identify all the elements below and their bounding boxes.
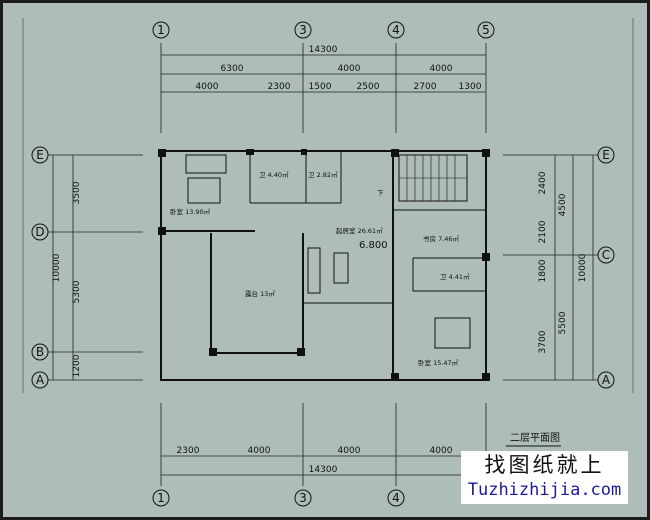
axis-top-1: 1 <box>157 23 165 37</box>
dim-top-detail: 1500 <box>309 82 332 92</box>
stair <box>399 155 467 201</box>
dim-right-mid: 4500 <box>558 193 568 216</box>
dimension-lines <box>22 18 634 486</box>
axis-top-3: 3 <box>299 23 307 37</box>
walls <box>160 150 487 381</box>
plan-drawing: 1 3 4 5 1 3 4 E D B A E C A 14300 6300 4… <box>22 18 634 507</box>
axis-left-d: D <box>35 225 44 239</box>
axis-left-a: A <box>36 373 45 387</box>
room-bath-3: 卫 4.41㎡ <box>440 272 470 281</box>
watermark-url: Tuzhizhijia.com <box>467 480 622 500</box>
watermark-text: 找图纸就上 <box>484 453 605 477</box>
dim-left: 5300 <box>72 280 82 303</box>
axis-right-e: E <box>602 148 610 162</box>
dim-right: 1800 <box>538 259 548 282</box>
dim-right: 2100 <box>538 220 548 243</box>
dim-top-detail: 2300 <box>268 82 291 92</box>
dim-top-detail: 1300 <box>459 82 482 92</box>
room-bath-1: 卫 4.40㎡ <box>259 170 289 179</box>
room-living: 起居室 26.61㎡ <box>336 226 383 235</box>
stair-down-label: 下 <box>377 189 384 197</box>
column-markers <box>158 149 490 381</box>
dim-left: 3500 <box>72 181 82 204</box>
axis-left-b: B <box>36 345 44 359</box>
dim-top-mid: 6300 <box>221 64 244 74</box>
axis-top-4: 4 <box>392 23 400 37</box>
room-study: 书房 7.46㎡ <box>423 234 460 243</box>
dim-top-total: 14300 <box>309 45 338 55</box>
dim-bottom-total: 14300 <box>309 465 338 475</box>
axis-left-e: E <box>36 148 44 162</box>
axis-bubbles <box>31 21 615 507</box>
watermark: 找图纸就上 Tuzhizhijia.com <box>461 451 628 504</box>
dim-top-detail: 4000 <box>196 82 219 92</box>
axis-right-c: C <box>602 248 610 262</box>
dim-top-detail: 2500 <box>357 82 380 92</box>
axis-bottom-3: 3 <box>299 491 307 505</box>
room-terrace: 露台 13㎡ <box>245 289 275 298</box>
room-bedroom-2: 卧室 15.47㎡ <box>418 358 459 367</box>
room-bedroom-1: 卧室 13.90㎡ <box>170 207 211 216</box>
dimension-texts: 14300 6300 4000 4000 4000 2300 1500 2500… <box>52 45 588 475</box>
dim-top-mid: 4000 <box>430 64 453 74</box>
room-labels: 卧室 13.90㎡ 卫 4.40㎡ 卫 2.82㎡ 起居室 26.61㎡ 6.8… <box>170 170 470 367</box>
drawing-title: 二层平面图 <box>510 432 560 444</box>
room-bath-2: 卫 2.82㎡ <box>308 170 338 179</box>
axis-bottom-1: 1 <box>157 491 165 505</box>
axis-bottom-4: 4 <box>392 491 400 505</box>
dim-right-mid: 5500 <box>558 311 568 334</box>
axis-top-5: 5 <box>482 23 490 37</box>
dim-right: 2400 <box>538 171 548 194</box>
axis-right-a: A <box>602 373 611 387</box>
dim-bottom-detail: 4000 <box>338 446 361 456</box>
axis-labels: 1 3 4 5 1 3 4 E D B A E C A <box>35 23 611 505</box>
dim-bottom-detail: 4000 <box>430 446 453 456</box>
dim-top-detail: 2700 <box>414 82 437 92</box>
dim-bottom-detail: 4000 <box>248 446 271 456</box>
dim-right-total: 10000 <box>578 253 588 282</box>
dim-left: 1200 <box>72 354 82 377</box>
dim-right: 3700 <box>538 330 548 353</box>
dim-left-total: 10000 <box>52 253 62 282</box>
dim-top-mid: 4000 <box>338 64 361 74</box>
elevation-mark: 6.800 <box>359 240 388 251</box>
dim-bottom-detail: 2300 <box>177 446 200 456</box>
